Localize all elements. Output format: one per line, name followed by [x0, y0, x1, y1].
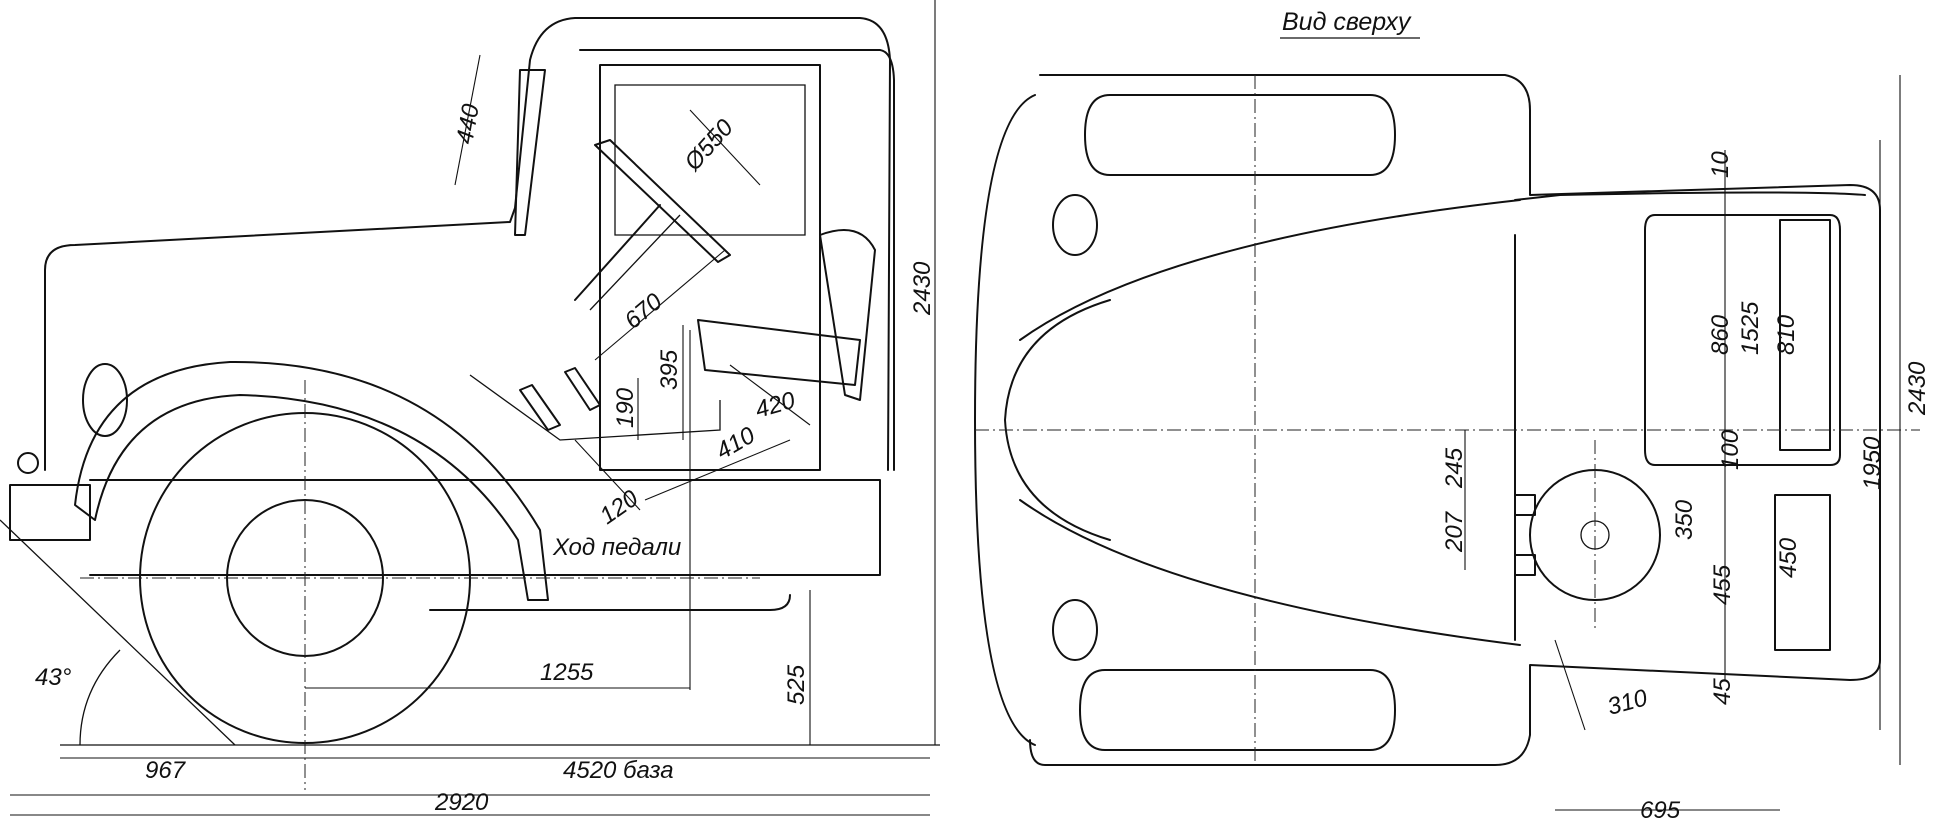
seat-cushion-passenger	[1779, 219, 1831, 451]
seat-back-top	[1644, 214, 1841, 466]
steering-wheel	[594, 139, 731, 263]
dim-wheel-pedal-line	[1554, 639, 1586, 731]
seat-cushion-driver	[1774, 494, 1831, 651]
dim-rear-panel-width: 695	[1640, 797, 1681, 824]
dim-pedal-travel-line	[574, 439, 641, 511]
headlight-left	[1052, 194, 1098, 256]
hood-nose	[1004, 299, 1111, 541]
dim-seat-gap: 100	[1717, 429, 1744, 470]
dim-seat-depth-line	[729, 364, 811, 426]
dim-front-overhang: 967	[145, 757, 187, 784]
right-tire-top	[1079, 669, 1396, 751]
dim-steering-wheel-diameter: Ø550	[679, 114, 739, 177]
top-view-title: Вид сверху	[1282, 8, 1412, 36]
dim-seat-to-axle: 1255	[540, 659, 594, 686]
approach-angle-line	[0, 519, 236, 746]
dim-seat-to-rear: 45	[1709, 678, 1736, 705]
windshield	[514, 69, 546, 236]
dim-wheelbase: 4520 база	[563, 757, 674, 784]
dim-pedal-to-seat: 410	[712, 421, 761, 465]
cab-window	[614, 84, 806, 236]
clutch-pedal	[519, 384, 561, 431]
dim-pedal-spacing-a: 245	[1441, 447, 1468, 489]
headlight-right	[1052, 599, 1098, 661]
hood-outline	[44, 17, 891, 471]
dim-seat-back-width: 860	[1707, 314, 1734, 355]
seat-cushion	[697, 319, 861, 386]
dim-driver-seat-width: 455	[1709, 564, 1736, 605]
pedal-travel-label: Ход педали	[552, 534, 681, 561]
dim-wheel-diameter-line	[689, 109, 761, 186]
dim-windshield-height: 440	[451, 101, 485, 146]
dim-approach-angle: 43°	[35, 664, 72, 691]
cab-door	[599, 64, 821, 471]
floor-line	[469, 374, 721, 441]
dim-overall-width: 2430	[1904, 361, 1931, 416]
dim-steering-offset: 350	[1671, 499, 1698, 540]
steering-column-2	[589, 214, 681, 311]
dim-driver-cushion-width: 450	[1775, 537, 1802, 578]
left-tire-top	[1084, 94, 1396, 176]
dim-seat-height: 395	[656, 349, 683, 390]
dim-pedal-travel: 120	[595, 484, 644, 529]
dim-seat-cushion-width: 810	[1773, 314, 1800, 355]
hood-top	[1019, 191, 1866, 646]
dim-windshield-height-line	[454, 54, 481, 186]
front-fender	[74, 360, 549, 601]
dim-seat-depth: 420	[752, 387, 799, 424]
dim-pedal-height: 190	[612, 387, 639, 428]
dim-steering-seat-line	[594, 249, 726, 361]
top-view: Вид сверху 10 860 1525	[974, 8, 1931, 824]
dim-track-width: 1950	[1859, 436, 1886, 490]
body-outline	[1029, 74, 1881, 766]
dim-steering-to-seat: 670	[620, 288, 669, 335]
dim-frame-height: 525	[783, 664, 810, 705]
chassis-bottom	[429, 594, 791, 611]
pedal-top-2	[1514, 554, 1536, 576]
dim-pedal-spacing-b: 207	[1441, 510, 1468, 553]
frame-rail	[89, 479, 881, 576]
cab-outline	[579, 49, 895, 471]
seat-back	[819, 229, 876, 401]
dim-gap-top: 10	[1707, 151, 1734, 178]
front-bumper-top	[974, 94, 1036, 746]
pedal-top-1	[1514, 494, 1536, 516]
dim-cab-height: 2430	[909, 261, 936, 316]
side-view: 440 Ø550 2430 670 395 190 420 410 120 Хо…	[0, 0, 940, 816]
steering-column	[574, 204, 661, 301]
dim-pedal-seat-line	[644, 439, 791, 501]
front-bumper	[9, 484, 91, 541]
dim-wheel-to-pedal: 310	[1605, 684, 1651, 721]
brake-pedal	[564, 367, 601, 411]
headlight	[82, 363, 128, 437]
approach-angle-arc	[79, 649, 121, 746]
dim-cab-inner-width: 1525	[1737, 301, 1764, 355]
tow-hook	[17, 452, 39, 474]
dim-length: 2920	[434, 789, 489, 816]
